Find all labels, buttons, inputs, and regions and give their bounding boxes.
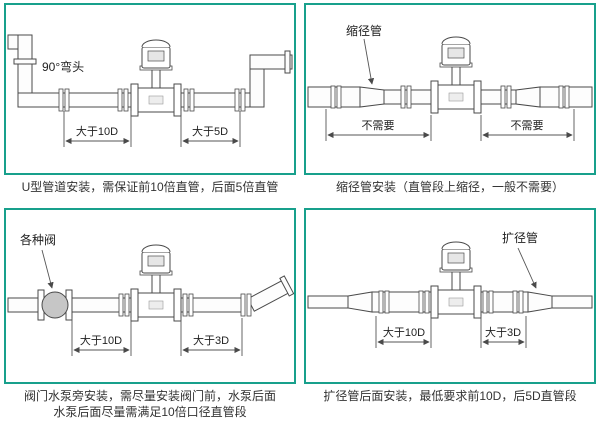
- elbow-label: 90°弯头: [42, 59, 84, 74]
- dim-label-left: 不需要: [362, 119, 395, 132]
- dim-label-left: 大于10D: [80, 333, 122, 347]
- valve-caption-line1: 阀门水泵旁安装，需尽量安装阀门前，水泵后面: [23, 389, 276, 403]
- dimension-right: 大于3D: [480, 316, 527, 348]
- flowmeter: [130, 39, 182, 117]
- flange-pair: [240, 293, 252, 317]
- flowmeter: [430, 241, 482, 319]
- dimension-left: 不需要: [325, 109, 432, 141]
- dim-label-right: 大于3D: [193, 333, 229, 347]
- angled-pipe: [247, 275, 294, 312]
- leader-line: [517, 247, 537, 289]
- reducer-cone-left: [359, 86, 385, 108]
- flowmeter: [430, 36, 482, 114]
- reducer-cone-right: [515, 86, 541, 108]
- valve: [37, 289, 73, 321]
- dimension-left: 大于10D: [375, 316, 432, 348]
- expander-diagram: 大于10D 大于3D 扩径管: [307, 230, 593, 348]
- panel-u-pipe: 大于10D 大于5D 90°弯头 U型管道安装，需保证前10倍直管，后面5倍直管: [0, 0, 300, 205]
- dimension-left: 大于10D: [71, 318, 132, 356]
- valve-diagram: 大于10D 大于3D 各种阀: [7, 232, 294, 356]
- panel-valve: 大于10D 大于3D 各种阀 阀门水泵旁安装，需尽量安装阀门前，水泵后面 水泵后…: [0, 205, 300, 429]
- dim-label-left: 大于10D: [76, 124, 118, 138]
- u-pipe-frame: 大于10D 大于5D 90°弯头: [4, 3, 296, 175]
- reducer-frame: 不需要 不需要 缩径管: [304, 3, 596, 175]
- reducer-caption: 缩径管安装（直管段上缩径，一般不需要）: [335, 180, 564, 194]
- expander-frame: 大于10D 大于3D 扩径管: [304, 208, 596, 384]
- dimension-right: 不需要: [480, 109, 575, 141]
- dimension-left: 大于10D: [63, 111, 132, 147]
- leader-line: [363, 38, 375, 85]
- reducer-diagram: 不需要 不需要 缩径管: [307, 23, 593, 141]
- expander-label: 扩径管: [502, 230, 538, 245]
- dim-label-left: 大于10D: [383, 325, 425, 339]
- dimension-right: 大于5D: [180, 111, 241, 147]
- dim-label-right: 不需要: [511, 119, 544, 132]
- valve-frame: 大于10D 大于3D 各种阀: [4, 208, 296, 384]
- expander-cone-left: [347, 291, 373, 313]
- panel-reducer: 不需要 不需要 缩径管 缩径管安装（直管段上缩径，一般不需要）: [300, 0, 600, 205]
- reducer-label: 缩径管: [346, 23, 382, 38]
- dim-label-right: 大于5D: [192, 124, 228, 138]
- leader-line: [41, 249, 54, 289]
- valve-label: 各种阀: [20, 232, 56, 247]
- u-pipe-diagram: 大于10D 大于5D 90°弯头: [7, 34, 293, 147]
- panel-expander: 大于10D 大于3D 扩径管 扩径管后面安装，最低要求前10D，后5D直管段: [300, 205, 600, 429]
- flowmeter: [130, 244, 182, 322]
- dimension-right: 大于3D: [180, 318, 243, 356]
- valve-caption-line2: 水泵后面尽量需满足10倍口径直管段: [53, 405, 247, 419]
- expander-cone-right: [527, 291, 553, 313]
- u-pipe-caption: U型管道安装，需保证前10倍直管，后面5倍直管: [21, 180, 279, 194]
- dim-label-right: 大于3D: [485, 325, 521, 339]
- expander-caption: 扩径管后面安装，最低要求前10D，后5D直管段: [323, 389, 577, 403]
